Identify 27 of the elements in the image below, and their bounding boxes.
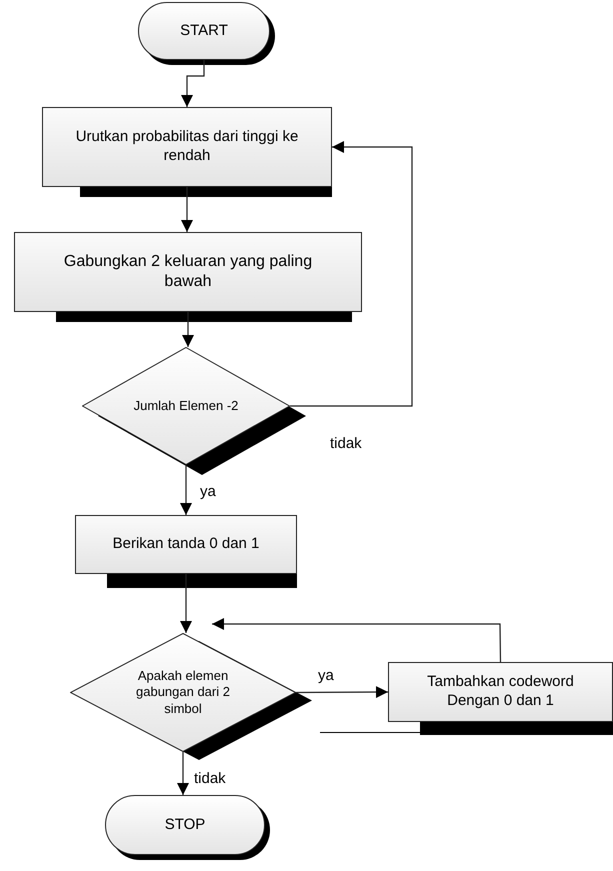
node-text: START [180,22,228,40]
process-box [42,107,332,187]
arrow [180,574,192,633]
decision-diamond [82,347,290,465]
arrow [177,752,189,795]
edge-label: tidak [328,436,364,451]
node-text: Gabungkan 2 keluaran yang paling bawah [62,252,314,292]
arrow [212,618,502,662]
terminal-box [105,795,265,855]
arrow [296,686,388,698]
process-box [388,662,613,722]
arrow [180,465,192,515]
node-text: Tambahkan codeword Dengan 0 dan 1 [426,673,575,711]
node-text: Apakah elemen gabungan dari 2 simbol [135,668,231,717]
node-text: STOP [164,816,206,834]
arrow [181,187,193,232]
arrow [182,312,194,347]
node-text: Jumlah Elemen -2 [134,398,238,414]
terminal-box [138,2,270,60]
node-text: Urutkan probabilitas dari tinggi ke rendah [74,128,300,166]
decision-diamond [70,633,296,752]
process-box [75,515,297,574]
edge-label: tidak [192,771,228,786]
node-text: Berikan tanda 0 dan 1 [112,535,260,554]
arrow [181,60,205,107]
process-box [14,232,362,312]
arrow [290,141,413,407]
